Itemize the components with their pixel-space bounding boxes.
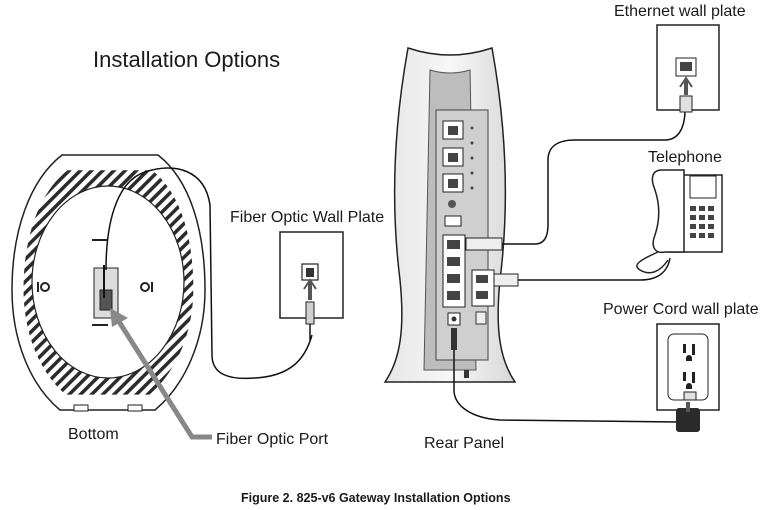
telephone-icon bbox=[636, 169, 723, 274]
bottom-label: Bottom bbox=[68, 426, 119, 443]
power-cord-wall-plate-label: Power Cord wall plate bbox=[603, 301, 759, 318]
ethernet-cable bbox=[465, 109, 686, 251]
fiber-optic-wall-plate bbox=[279, 231, 344, 340]
telephone-label: Telephone bbox=[648, 149, 722, 166]
power-outlet bbox=[656, 323, 720, 432]
power-cable bbox=[451, 328, 679, 423]
ethernet-wall-plate-label: Ethernet wall plate bbox=[614, 3, 746, 20]
gateway-rear-panel bbox=[383, 47, 517, 383]
telephone-cable bbox=[493, 257, 671, 287]
figure-caption: Figure 2. 825-v6 Gateway Installation Op… bbox=[241, 491, 511, 505]
rear-panel-label: Rear Panel bbox=[424, 435, 505, 452]
ethernet-wall-plate bbox=[656, 24, 720, 113]
diagram-title: Installation Options bbox=[93, 47, 281, 72]
fiber-optic-wall-plate-label: Fiber Optic Wall Plate bbox=[230, 209, 385, 226]
fiber-cable bbox=[105, 167, 313, 380]
fiber-optic-port-label: Fiber Optic Port bbox=[216, 431, 329, 448]
fiber-port-pointer bbox=[110, 308, 212, 440]
gateway-bottom-view bbox=[11, 154, 206, 412]
